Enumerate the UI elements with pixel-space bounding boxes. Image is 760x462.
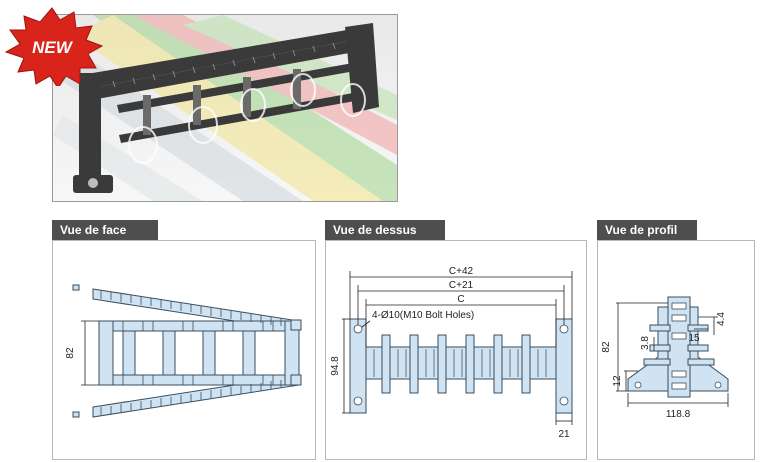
front-view-drawing: 82 xyxy=(65,284,302,418)
side-dim-1188: 118.8 xyxy=(666,409,691,420)
top-dim-948: 94.8 xyxy=(330,356,341,376)
top-dim-c: C xyxy=(457,294,464,305)
top-view-title: Vue de dessus xyxy=(325,220,445,240)
product-photo xyxy=(52,14,398,202)
top-view-drawing: C+42 C+21 C 4-Ø10(M10 Bolt Holes) 94.8 2… xyxy=(330,266,573,440)
front-view-title: Vue de face xyxy=(52,220,158,240)
side-view-panel: 82 12 3.8 15 4.4 118.8 xyxy=(597,240,755,460)
side-dim-44: 4.4 xyxy=(716,312,727,326)
side-dim-15: 15 xyxy=(688,333,700,344)
side-dim-38: 3.8 xyxy=(640,336,651,350)
top-view-panel: C+42 C+21 C 4-Ø10(M10 Bolt Holes) 94.8 2… xyxy=(325,240,587,460)
front-height-dim: 82 xyxy=(65,347,76,359)
new-badge: NEW xyxy=(0,6,104,89)
badge-label: NEW xyxy=(32,38,74,57)
top-dim-c21: C+21 xyxy=(449,280,474,291)
side-view-title: Vue de profil xyxy=(597,220,697,240)
side-view-drawing: 82 12 3.8 15 4.4 118.8 xyxy=(601,296,729,420)
top-dim-21: 21 xyxy=(558,429,570,440)
side-dim-12: 12 xyxy=(612,375,623,387)
front-view-panel: 82 xyxy=(52,240,316,460)
top-dim-c42: C+42 xyxy=(449,266,474,277)
top-holes-note: 4-Ø10(M10 Bolt Holes) xyxy=(372,310,474,321)
side-dim-82: 82 xyxy=(601,341,612,353)
